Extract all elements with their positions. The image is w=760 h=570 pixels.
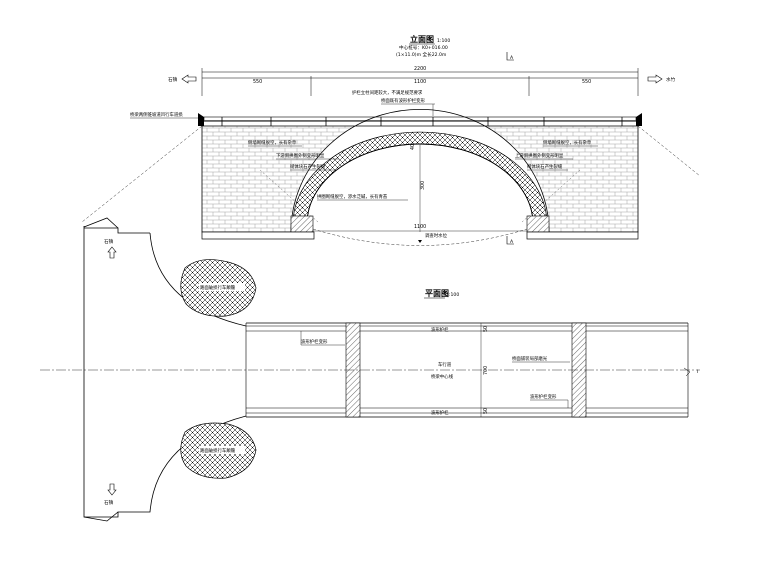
slope-line-right [637, 125, 701, 177]
plan-title: 平面图 [425, 289, 449, 298]
dashed-guide-right [521, 169, 581, 223]
down-arrow-icon [107, 483, 117, 496]
dim-rise: 300 [420, 181, 426, 190]
dim-right: 550 [582, 79, 591, 85]
label-railing-bottom: 波形护栏 [431, 409, 449, 416]
right-foundation [526, 231, 639, 240]
note-right-wall-void: 侧墙砌缝脱空，长有杂草 [543, 139, 592, 146]
dim-width: 700 [483, 366, 489, 375]
break-mark [683, 367, 691, 377]
right-direction: 水竹 [666, 76, 676, 83]
dim-total: 2200 [414, 66, 426, 72]
road-edge-left-top [83, 217, 119, 229]
dim-crown: 40 [410, 144, 416, 150]
bottom-direction: 石镇 [104, 499, 114, 506]
patch-label-bg-bottom [199, 446, 245, 454]
dim-side-top: 50 [483, 326, 489, 332]
note-upstream-arch: 上游侧拱圈外侧变形明显 [515, 152, 564, 159]
wall-outline [201, 109, 639, 233]
label-bridge-center: 桥梁中心线 [431, 373, 454, 380]
note-downstream-arch: 下游侧拱圈外侧变形明显 [276, 152, 325, 159]
span-info: (1×11.0)m 全长22.0m [396, 51, 447, 58]
section-mark-top [506, 52, 514, 61]
section-label-top: A [510, 55, 514, 61]
note-railing-deform-left: 波形护栏变形 [301, 338, 328, 345]
note-railing-spacing: 护栏立柱间距较大，不满足规范要求 [352, 89, 423, 96]
right-abutment [526, 215, 550, 233]
patch-label-bottom: 路面破损行车颠簸 [200, 447, 236, 454]
left-abutment [290, 215, 314, 233]
dim-left: 550 [253, 79, 262, 85]
up-arrow-icon [107, 246, 117, 259]
slope-line-left [81, 125, 203, 223]
elevation-scale: 1:100 [437, 38, 450, 44]
elevation-view: 立面图 1:100 中心桩号：K0+016.00 (1×11.0)m 全长22.… [81, 34, 701, 246]
elevation-title: 立面图 [410, 34, 434, 44]
dashed-guide-left [259, 169, 319, 223]
railing [198, 113, 642, 126]
left-foundation [201, 231, 315, 240]
patch-label-top: 路面破损行车颠簸 [200, 284, 236, 291]
note-arch-mortar: 拱圈砌缝脱空，渗水泛碱，长有青苔 [317, 193, 388, 200]
label-railing-top: 波形护栏 [431, 326, 449, 333]
plan-view: 平面图 1:100 石镇 石镇 路面破损行车颠簸 路面破损行车颠簸 [40, 217, 700, 522]
patch-label-bg-top [199, 283, 245, 291]
water-level-icon [418, 240, 422, 243]
road-edge-left-bottom [83, 511, 119, 522]
top-direction: 石镇 [104, 238, 114, 245]
note-left-wall-void: 侧墙砌缝脱空，长有杂草 [248, 139, 297, 146]
left-arrow-icon [181, 74, 197, 84]
left-direction: 石镇 [168, 76, 178, 83]
dim-mid: 1100 [414, 79, 426, 85]
dim-side-bottom: 50 [483, 408, 489, 414]
center-station: 中心桩号：K0+016.00 [399, 44, 448, 51]
deck-outline [245, 322, 689, 418]
section-label-bottom: A [510, 239, 514, 245]
water-level-label: 调查时水位 [425, 232, 448, 239]
note-approach-collapse: 桥梁两侧锥坡道凹行车道损 [130, 111, 183, 118]
end-mark: I [697, 369, 698, 375]
note-railing-deform-right: 波形护栏变形 [530, 393, 557, 400]
note-deck-railing: 桥面既有波形护栏变形 [381, 97, 426, 104]
note-left-stone: 砌体块石产生裂缝 [290, 163, 326, 170]
plan-scale: 1:100 [446, 292, 459, 298]
section-mark-bottom [506, 236, 514, 245]
dim-bottom: 1100 [414, 224, 426, 230]
note-deck-wear: 桥面铺装局部磨光 [512, 355, 548, 362]
note-right-stone: 砌体块石产生裂缝 [527, 163, 563, 170]
right-arrow-icon [647, 74, 663, 84]
top-dimension [201, 68, 639, 96]
label-lane: 车行道 [438, 361, 452, 368]
riverbed-line [312, 228, 528, 246]
